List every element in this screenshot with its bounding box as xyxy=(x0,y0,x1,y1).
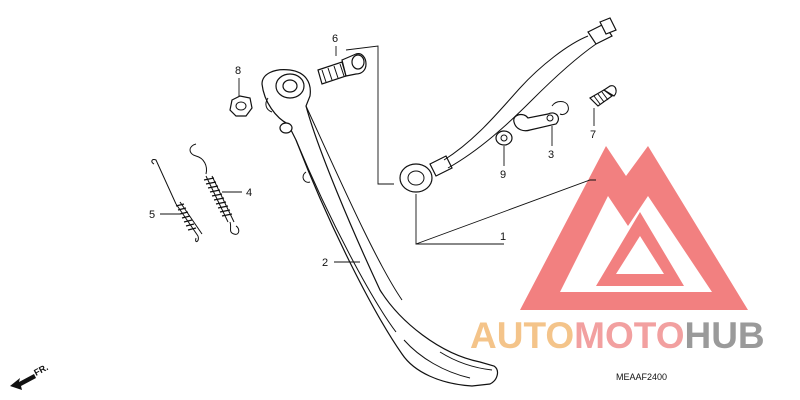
watermark-triangle xyxy=(520,146,748,310)
spring-large-part xyxy=(189,143,240,235)
direction-label: FR. xyxy=(32,362,49,378)
callout-6: 6 xyxy=(332,33,338,45)
side-stand-part xyxy=(261,69,499,387)
watermark-text: AUTOMOTOHUB xyxy=(470,315,765,356)
callout-5: 5 xyxy=(149,209,155,221)
spring-small-part xyxy=(151,159,203,243)
callout-8: 8 xyxy=(235,65,241,77)
callout-numbers: 1 2 3 4 5 6 7 8 9 xyxy=(149,33,596,269)
small-bolt-part xyxy=(589,85,617,107)
front-arrow-icon xyxy=(10,374,36,390)
callout-3: 3 xyxy=(548,149,554,161)
callout-7: 7 xyxy=(590,129,596,141)
side-stand-switch-part xyxy=(399,17,617,193)
watermark-inner-mark xyxy=(596,212,684,286)
leader-lines xyxy=(160,45,596,263)
watermark-logo xyxy=(520,146,748,310)
watermark-word-moto: MOTO xyxy=(574,315,684,356)
callout-2: 2 xyxy=(322,257,328,269)
washer-part xyxy=(495,130,513,146)
nut-part xyxy=(229,95,253,117)
callout-9: 9 xyxy=(500,169,506,181)
callout-1: 1 xyxy=(500,231,506,243)
wire-clamp-part xyxy=(513,101,569,132)
diagram-code: MEAAF2400 xyxy=(616,372,667,382)
front-direction-indicator: FR. xyxy=(10,362,50,390)
pivot-bolt-part xyxy=(317,53,367,85)
watermark-word-hub: HUB xyxy=(684,315,764,356)
watermark-word-auto: AUTO xyxy=(470,315,574,356)
callout-4: 4 xyxy=(246,187,252,199)
